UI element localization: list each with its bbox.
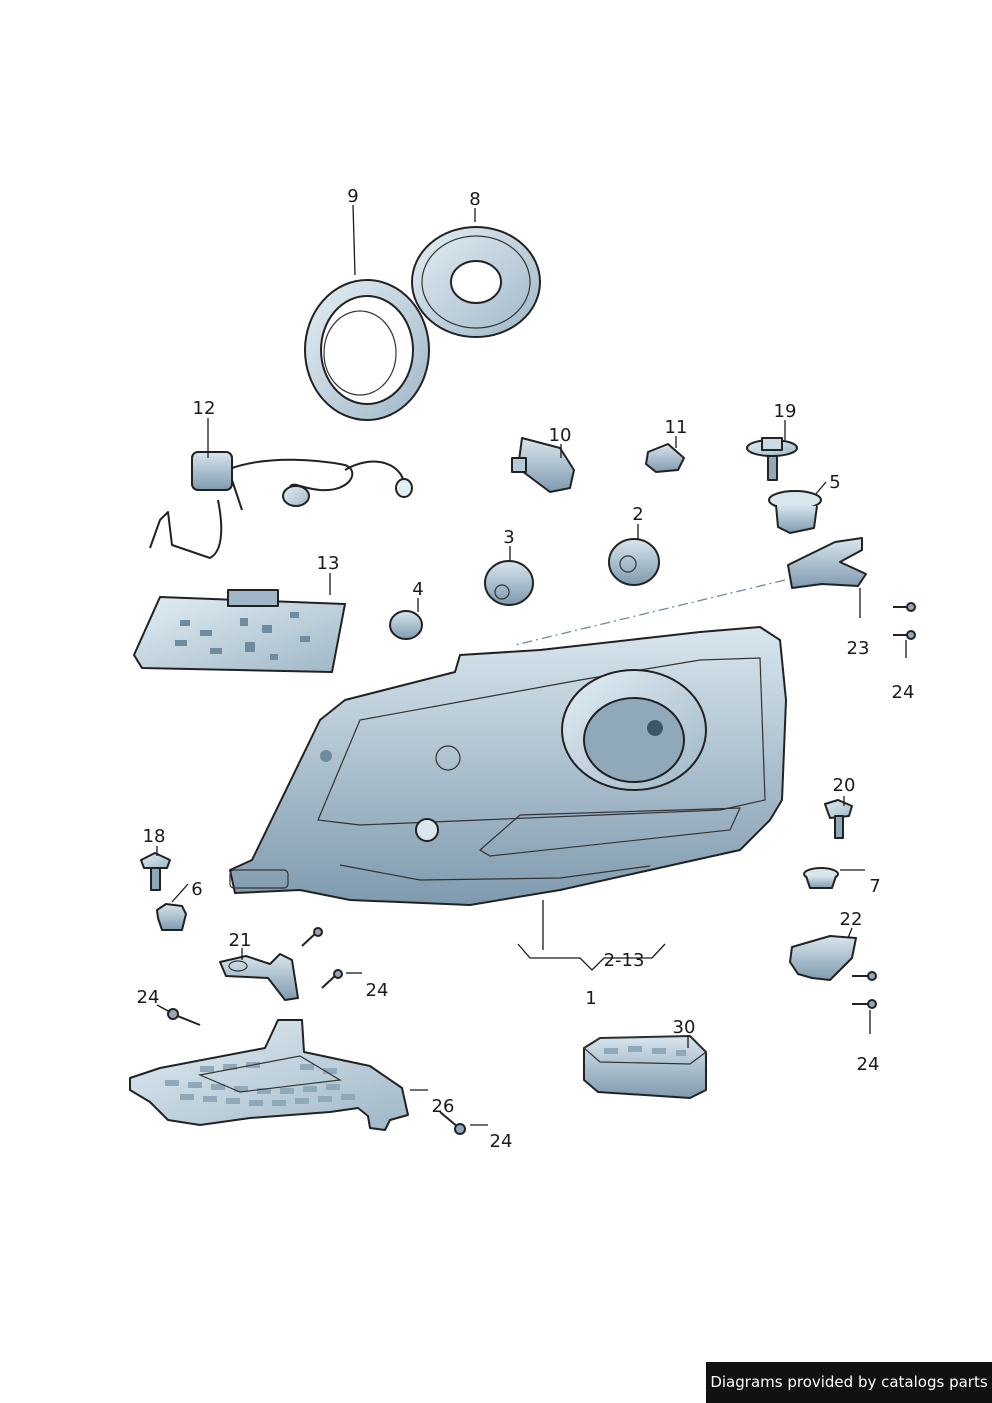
screw-21-upper: [301, 927, 323, 947]
label-1: 1: [585, 988, 596, 1009]
label-26: 26: [432, 1096, 455, 1117]
screw-20-part: [824, 799, 853, 839]
credit-banner: Diagrams provided by catalogs parts: [706, 1362, 992, 1403]
label-24-left: 24: [137, 987, 160, 1008]
label-24-bottom: 24: [490, 1131, 513, 1152]
label-22: 22: [840, 909, 863, 930]
screw-right-lower: [893, 630, 916, 640]
bulb-3-part: [484, 560, 534, 606]
headlamp-assembly-part: [229, 626, 787, 906]
label-21: 21: [229, 930, 252, 951]
screw-22-upper: [852, 971, 877, 981]
label-24-center: 24: [366, 980, 389, 1001]
label-2: 2: [632, 504, 643, 525]
label-10: 10: [549, 425, 572, 446]
label-23: 23: [847, 638, 870, 659]
label-18: 18: [143, 826, 166, 847]
screw-26: [439, 1111, 466, 1135]
washer-screw-part: [746, 437, 798, 481]
label-4: 4: [412, 579, 423, 600]
grille-frame-part: [129, 1019, 409, 1131]
label-7: 7: [869, 876, 880, 897]
label-8: 8: [469, 189, 480, 210]
control-module-part: [582, 1035, 707, 1099]
label-11: 11: [665, 417, 688, 438]
screw-right-upper: [893, 602, 916, 612]
assembly-dash-line: [514, 579, 786, 646]
label-19: 19: [774, 401, 797, 422]
label-5: 5: [829, 472, 840, 493]
label-2-13: 2-13: [604, 950, 645, 971]
screw-24-left: [167, 1008, 201, 1026]
control-plate-part: [133, 589, 346, 673]
label-24-right-lower: 24: [857, 1054, 880, 1075]
bracket-21-part: [219, 953, 299, 1001]
bracket-22-part: [789, 935, 857, 981]
screw-22-lower: [852, 999, 877, 1009]
adjuster-bracket-part: [787, 537, 867, 589]
trim-ring-part: [304, 279, 430, 421]
label-3: 3: [503, 527, 514, 548]
label-13: 13: [317, 553, 340, 574]
wiring-harness-part: [149, 451, 413, 559]
screw-18-part: [140, 852, 171, 891]
label-9: 9: [347, 186, 358, 207]
small-holder-part: [645, 443, 685, 473]
label-24-right-upper: 24: [892, 682, 915, 703]
bulb-4-part: [389, 610, 423, 640]
clip-6-part: [156, 903, 187, 931]
leader-lines: [156, 204, 907, 1126]
label-6: 6: [191, 879, 202, 900]
screw-21-lower: [321, 969, 343, 989]
nut-7-part: [803, 867, 839, 889]
bulb-2-part: [608, 538, 660, 586]
lamp-socket-part: [511, 437, 575, 493]
nut-part: [768, 490, 822, 534]
label-20: 20: [833, 775, 856, 796]
label-12: 12: [193, 398, 216, 419]
label-30: 30: [673, 1017, 696, 1038]
seal-ring-part: [411, 226, 541, 338]
